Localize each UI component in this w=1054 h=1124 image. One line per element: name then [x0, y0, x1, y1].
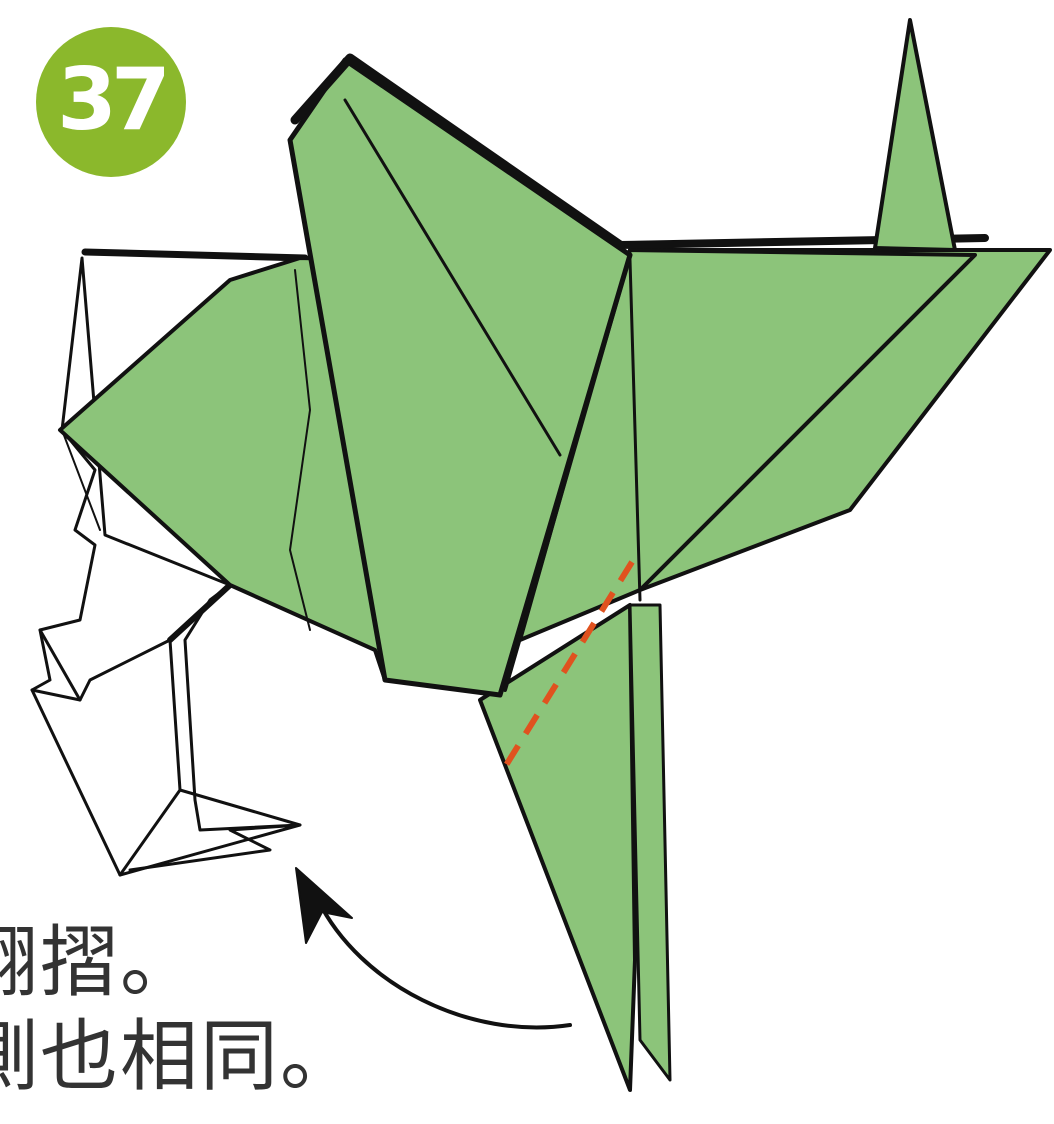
- leg-detail-line: [167, 582, 233, 643]
- neck-lower-flap: [478, 603, 637, 1092]
- valley-fold-line: [497, 560, 635, 777]
- tail-spike: [873, 18, 957, 252]
- leg-detail-line: [38, 628, 82, 702]
- arrow-head-icon: [295, 867, 353, 944]
- leg-detail-line: [128, 788, 302, 872]
- crease-line: [343, 98, 562, 457]
- crease-line: [628, 258, 642, 602]
- step-number-badge: 37: [36, 27, 186, 177]
- step-number: 37: [57, 50, 171, 150]
- neck-lower-back: [628, 603, 672, 1082]
- leg-detail-line: [30, 638, 172, 702]
- leg-detail-line: [61, 429, 101, 531]
- instruction-caption-line-2: 側也相同。: [0, 1012, 361, 1102]
- instruction-caption-line-1: 翻摺。: [0, 918, 201, 1008]
- curved-fold-arrow-icon: [316, 898, 572, 1030]
- top-edge-left: [81, 248, 309, 262]
- head-thick-edge: [290, 53, 625, 250]
- crease-line: [503, 253, 632, 692]
- crease-line: [289, 269, 311, 631]
